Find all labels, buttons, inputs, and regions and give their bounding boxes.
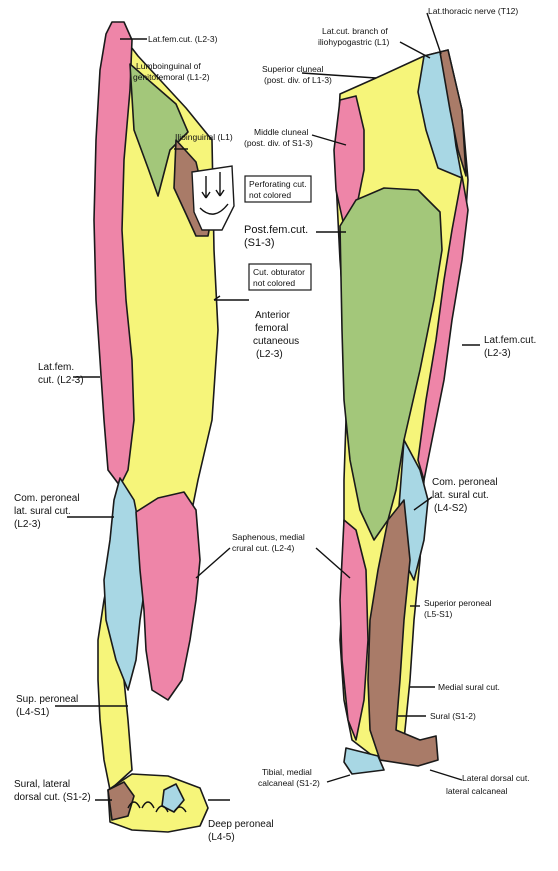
label-medial-sural: Medial sural cut. — [438, 682, 500, 692]
label-sup-peroneal-left-1: Sup. peroneal — [16, 694, 78, 705]
label-post-fem-2: (S1-3) — [244, 237, 275, 249]
label-saphenous-2: crural cut. (L2-4) — [232, 543, 295, 553]
label-lat-cut-branch-2: iliohypogastric (L1) — [318, 37, 390, 47]
label-lat-fem-right-1: Lat.fem.cut. — [484, 335, 536, 346]
label-ant-fem-1: Anterior — [255, 310, 291, 321]
label-sural-lateral-1: Sural, lateral — [14, 779, 70, 790]
label-lateral-dorsal: Lateral dorsal cut. — [462, 773, 530, 783]
label-com-peroneal-right-1: Com. peroneal — [432, 477, 498, 488]
label-sural-lateral-2: dorsal cut. (S1-2) — [14, 792, 91, 803]
label-saphenous-1: Saphenous, medial — [232, 532, 305, 542]
label-ant-fem-2: femoral — [255, 323, 288, 334]
label-com-peroneal-left-2: lat. sural cut. — [14, 506, 71, 517]
label-com-peroneal-right-3: (L4-S2) — [434, 503, 467, 514]
label-superior-peroneal-1: Superior peroneal — [424, 598, 492, 608]
label-sural-right: Sural (S1-2) — [430, 711, 476, 721]
label-ant-fem-3: cutaneous — [253, 336, 299, 347]
label-com-peroneal-left-1: Com. peroneal — [14, 493, 80, 504]
label-lateral-calcaneal: lateral calcaneal — [446, 786, 508, 796]
label-superior-cluneal-1: Superior cluneal — [262, 64, 324, 74]
label-sup-peroneal-left-2: (L4-S1) — [16, 707, 49, 718]
label-com-peroneal-right-2: lat. sural cut. — [432, 490, 489, 501]
label-middle-cluneal-1: Middle cluneal — [254, 127, 308, 137]
label-tibial-1: Tibial, medial — [262, 767, 312, 777]
label-obturator-2: not colored — [253, 278, 295, 288]
label-post-fem-1: Post.fem.cut. — [244, 224, 308, 236]
label-superior-cluneal-2: (post. div. of L1-3) — [264, 75, 332, 85]
label-com-peroneal-left-3: (L2-3) — [14, 519, 41, 530]
label-lat-fem-left-1: Lat.fem. — [38, 362, 74, 373]
label-lat-fem-right-2: (L2-3) — [484, 348, 511, 359]
label-tibial-2: calcaneal (S1-2) — [258, 778, 320, 788]
label-middle-cluneal-2: (post. div. of S1-3) — [244, 138, 313, 148]
label-superior-peroneal-2: (L5-S1) — [424, 609, 453, 619]
label-lat-thoracic: Lat.thoracic nerve (T12) — [428, 6, 518, 16]
label-obturator-1: Cut. obturator — [253, 267, 305, 277]
label-perforating-2: not colored — [249, 190, 291, 200]
region-saphenous — [136, 492, 200, 700]
label-lat-fem-cut-top: Lat.fem.cut. (L2-3) — [148, 34, 218, 44]
label-lumboinguinal-2: genitofemoral (L1-2) — [133, 72, 210, 82]
posterior-leg — [334, 50, 468, 774]
anterior-leg — [94, 22, 234, 832]
genital-cutout — [192, 166, 234, 230]
label-perforating-1: Perforating cut. — [249, 179, 307, 189]
label-deep-peroneal-1: Deep peroneal — [208, 819, 274, 830]
label-deep-peroneal-2: (L4-5) — [208, 832, 235, 843]
label-ant-fem-4: (L2-3) — [256, 349, 283, 360]
label-lumboinguinal-1: Lumboinguinal of — [136, 61, 201, 71]
label-ilioinguinal: Ilioinguinal (L1) — [175, 132, 233, 142]
label-lat-fem-left-2: cut. (L2-3) — [38, 375, 84, 386]
label-lat-cut-branch-1: Lat.cut. branch of — [322, 26, 388, 36]
